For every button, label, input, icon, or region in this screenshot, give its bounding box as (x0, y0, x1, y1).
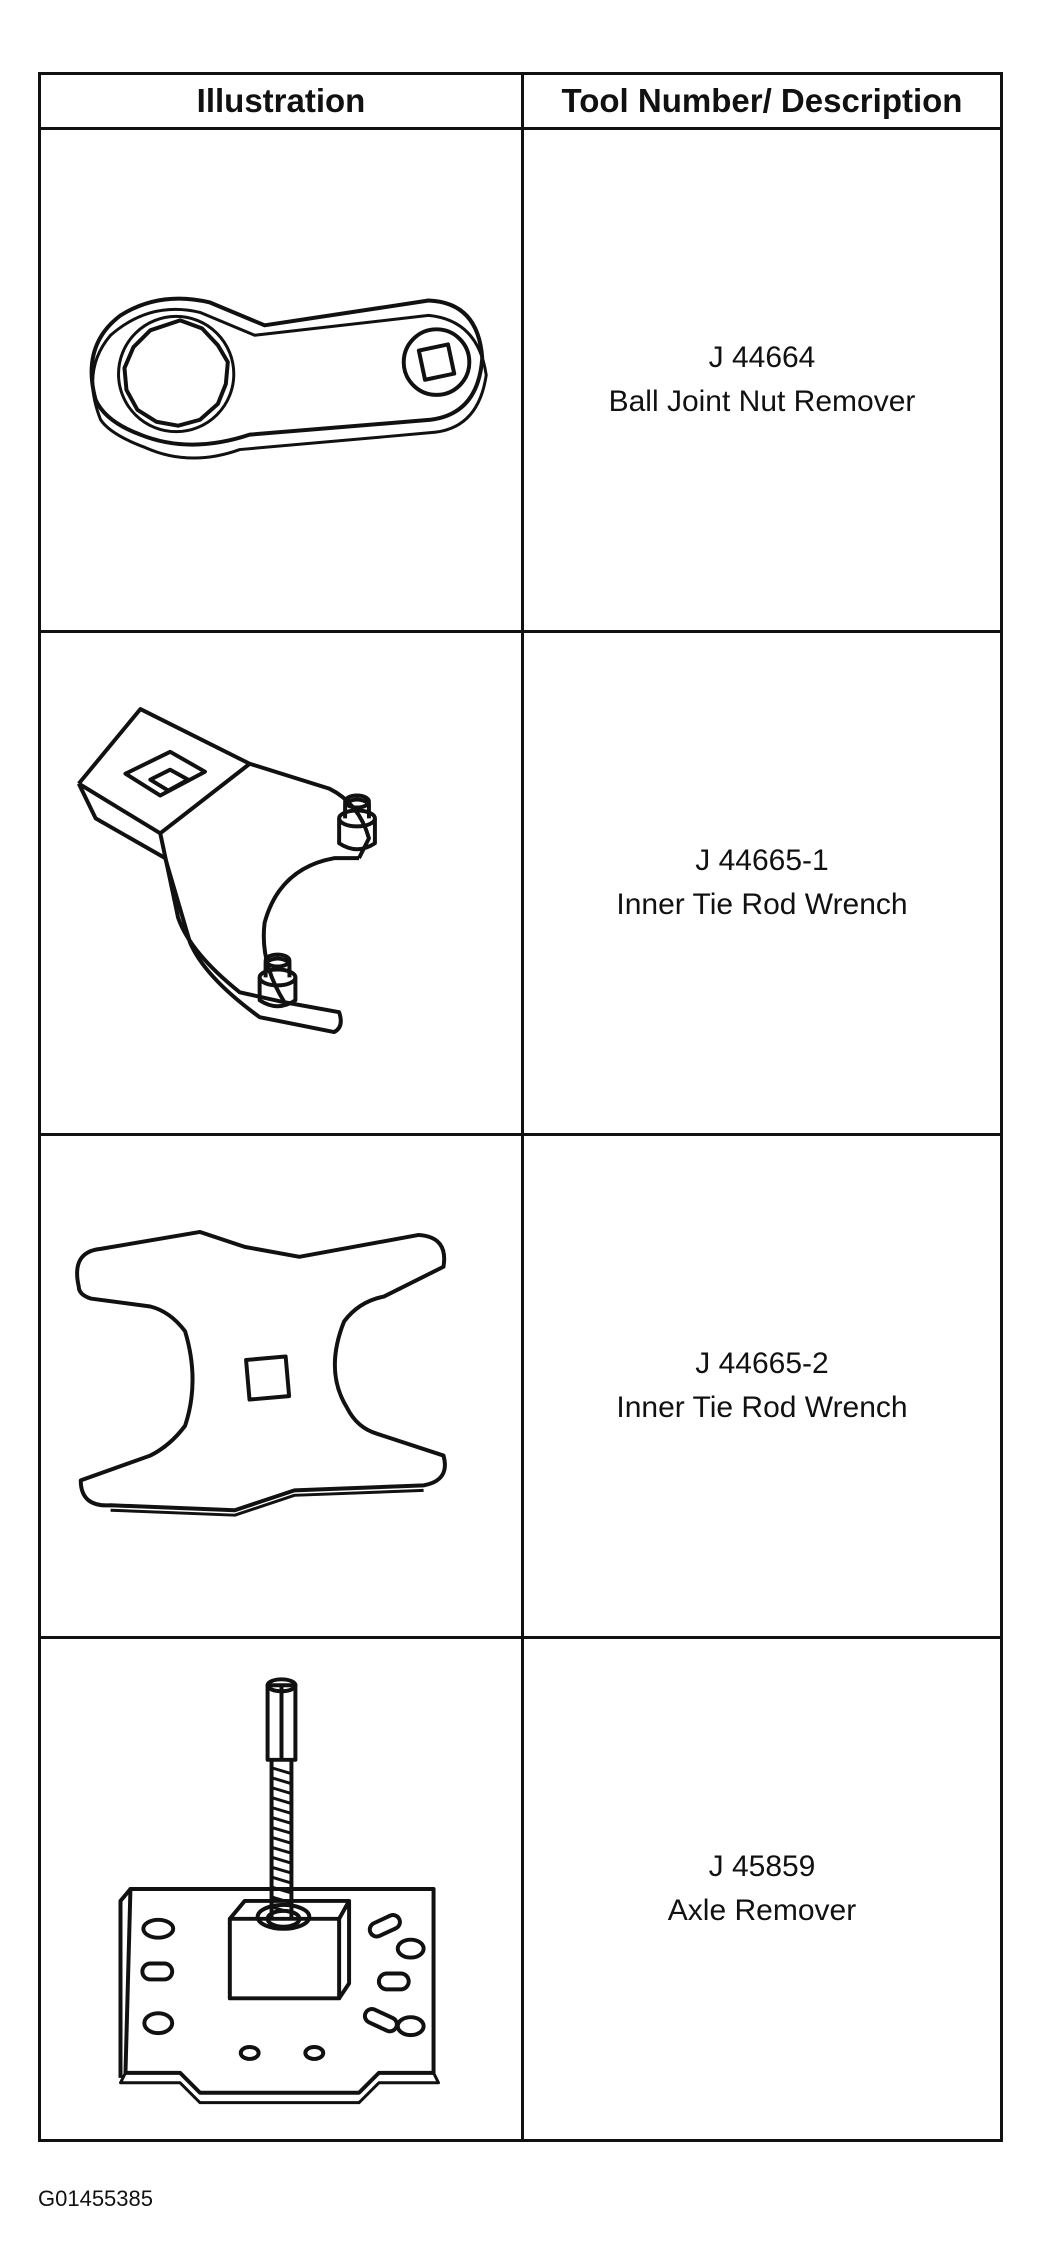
tool-description-cell: J 45859 Axle Remover (521, 1636, 1003, 2142)
tool-description: Axle Remover (667, 1894, 857, 1927)
tool-number: J 44664 (708, 341, 816, 374)
tool-description: Inner Tie Rod Wrench (616, 888, 908, 921)
table-row: J 44665-2 Inner Tie Rod Wrench (38, 1133, 1003, 1639)
tool-description-cell: J 44665-1 Inner Tie Rod Wrench (521, 630, 1003, 1136)
ball-joint-nut-remover-icon (89, 296, 488, 460)
figure-id: G01455385 (38, 2186, 153, 2211)
header-row: Illustration Tool Number/ Description (38, 72, 1003, 130)
inner-tie-rod-wrench-flat-icon (75, 1229, 447, 1517)
illustration-cell (38, 630, 524, 1136)
illustration-cell (38, 1636, 524, 2142)
tool-description: Ball Joint Nut Remover (608, 385, 916, 418)
tool-description: Inner Tie Rod Wrench (616, 1391, 908, 1424)
tool-number: J 45859 (708, 1850, 816, 1883)
table-row: J 45859 Axle Remover (38, 1636, 1003, 2142)
illustration-header: Illustration (38, 72, 524, 130)
tool-description-cell: J 44665-2 Inner Tie Rod Wrench (521, 1133, 1003, 1639)
tool-number: J 44665-2 (695, 1347, 829, 1380)
tool-description-header: Tool Number/ Description (521, 72, 1003, 130)
table-row: J 44665-1 Inner Tie Rod Wrench (38, 630, 1003, 1136)
table-row: J 44664 Ball Joint Nut Remover (38, 127, 1003, 633)
special-tools-table: Illustration Tool Number/ Description (38, 72, 1003, 2142)
inner-tie-rod-wrench-icon (76, 707, 377, 1035)
axle-remover-icon (118, 1677, 441, 2105)
tool-number: J 44665-1 (695, 844, 829, 877)
illustration-cell (38, 127, 524, 633)
illustration-cell (38, 1133, 524, 1639)
tool-description-cell: J 44664 Ball Joint Nut Remover (521, 127, 1003, 633)
